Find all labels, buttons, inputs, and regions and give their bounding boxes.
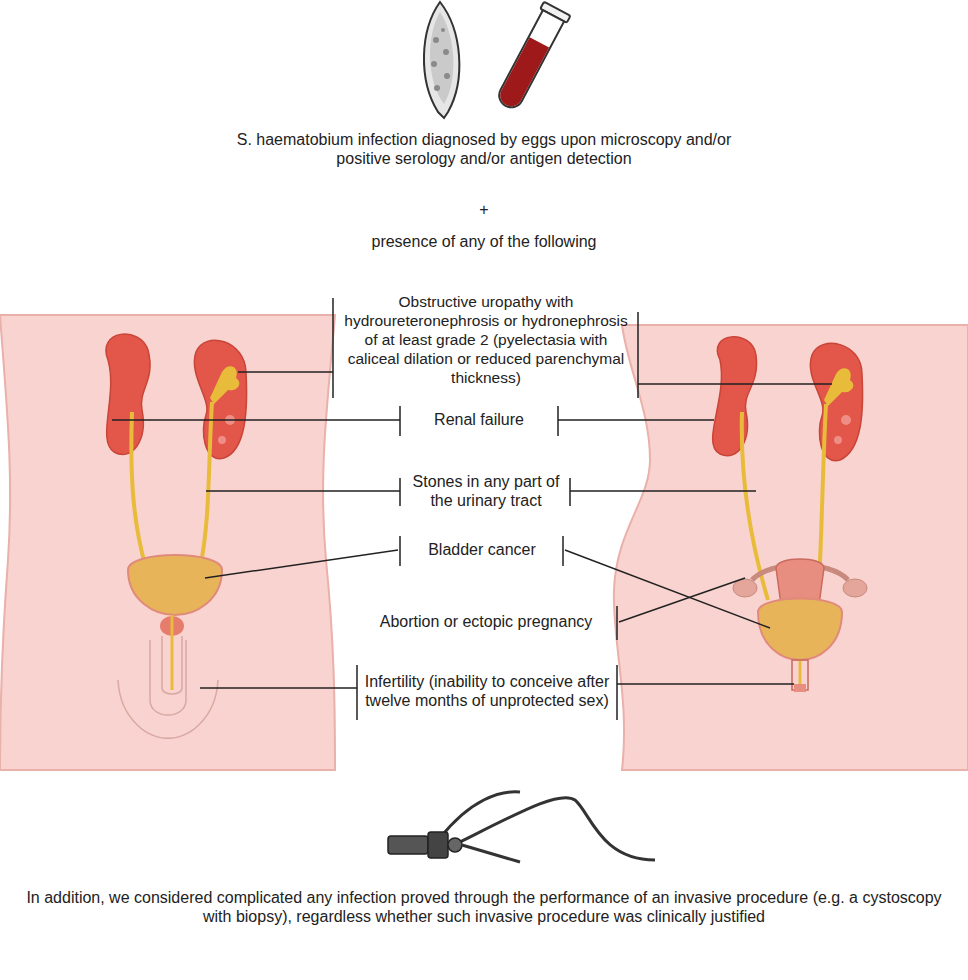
criterion-text: S. haematobium infection diagnosed by eg… <box>224 130 744 168</box>
complication-label: Abortion or ectopic pregnancy <box>360 612 612 631</box>
complication-label: Renal failure <box>404 410 554 429</box>
test-tube-icon <box>492 2 570 113</box>
complication-label: Bladder cancer <box>404 540 560 559</box>
egg-icon <box>424 2 459 118</box>
cystoscope-icon <box>388 792 655 862</box>
criterion-text: + <box>454 200 514 219</box>
complication-label: Obstructive uropathy with hydroureterone… <box>340 292 632 387</box>
female-body <box>614 325 968 770</box>
complication-label: Stones in any part of the urinary tract <box>404 472 568 510</box>
footnote: In addition, we considered complicated a… <box>20 888 948 926</box>
criterion-text: presence of any of the following <box>284 232 684 251</box>
complication-label: Infertility (inability to conceive after… <box>360 672 614 710</box>
male-body <box>0 315 335 770</box>
